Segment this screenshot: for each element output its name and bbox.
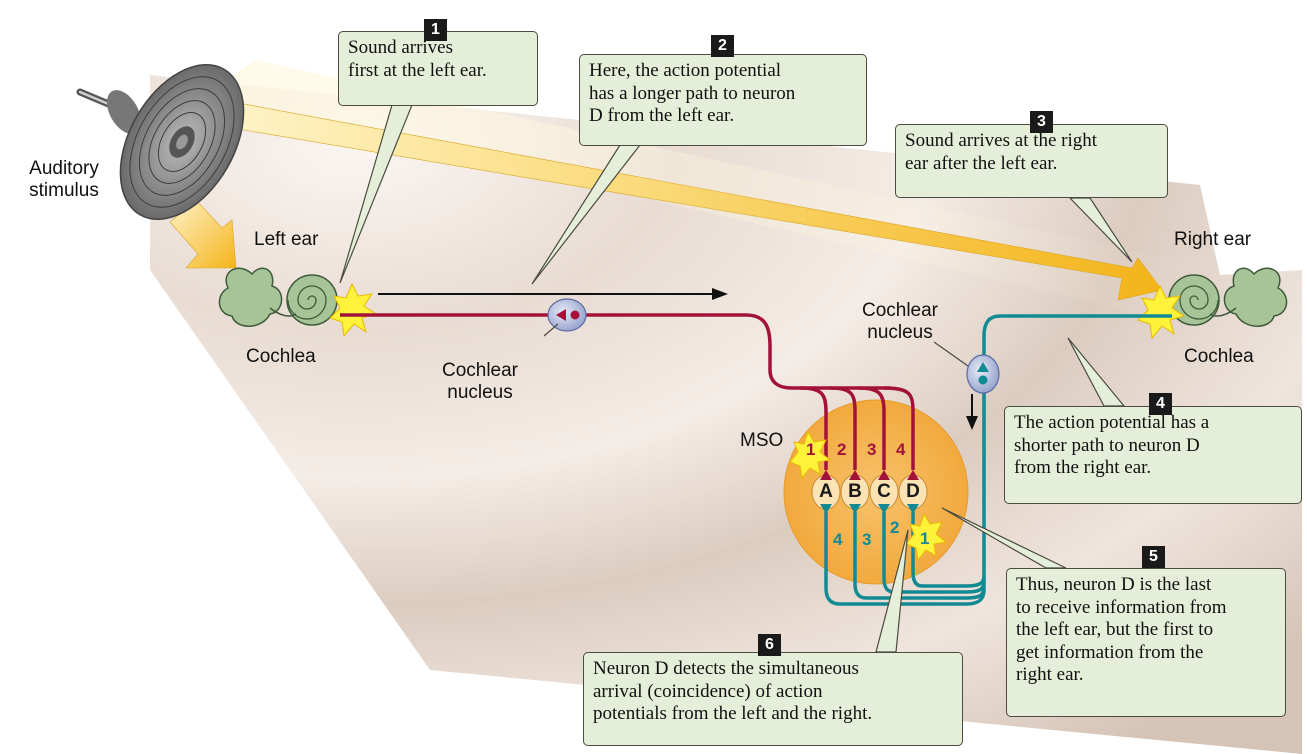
direction-arrow-right-icon [712,288,728,300]
mso-neurons [811,470,928,514]
mso-right-burst-icon [905,512,948,562]
neuron-b [840,470,870,514]
callout-5-line-3: the left ear, but the first to [1016,619,1214,640]
callout-2-line-2: has a longer path to neuron [589,82,796,104]
callout-5-line-4: get information from the [1016,641,1204,663]
callout-4: The action potential has a shorter path … [1004,406,1302,504]
right-ear-label: Right ear [1174,229,1252,250]
neuron-a [811,470,841,514]
callout-2: Here, the action potential has a longer … [579,54,867,146]
callout-5-line-1: Thus, neuron D is the last [1016,574,1212,595]
callout-4-line-3: from the right ear. [1014,457,1152,478]
neuron-c-label: C [877,481,891,502]
callout-5: Thus, neuron D is the last to receive in… [1006,568,1286,717]
right-synapse-number-4: 4 [833,530,843,549]
left-cochlea-label: Cochlea [246,346,316,367]
left-cochlear-nucleus-label-line-1: Cochlear [441,360,519,381]
callout-2-badge: 2 [711,35,734,57]
callout-1-badge: 1 [424,19,447,41]
neuron-d-label: D [906,481,920,502]
left-synapse-number-3: 3 [867,440,877,459]
callout-6: Neuron D detects the simultaneous arriva… [583,652,963,746]
callout-6-line-2: arrival (coincidence) of action [593,680,823,702]
callout-4-line-1: The action potential has a [1014,412,1210,433]
right-cochlea-icon [1168,267,1288,327]
callout-1-line-2: first at the left ear. [348,59,487,81]
right-synapse-number-1: 1 [920,529,930,548]
mso-left-burst-icon [789,430,832,480]
callout-3-line-1: Sound arrives at the right [905,130,1098,151]
right-cochlear-nucleus-label-line-1: Cochlear [861,300,939,321]
left-ear-label: Left ear [254,229,319,250]
left-cochlear-nucleus-label-line-2: nucleus [447,382,513,403]
right-synapse-number-2: 2 [890,518,900,537]
callout-4-badge: 4 [1149,393,1172,415]
neuron-c [869,470,899,514]
callout-6-line-3: potentials from the left and the right. [593,703,873,724]
speaker-icon [76,63,245,221]
callout-3: Sound arrives at the right ear after the… [895,124,1168,198]
auditory-stimulus-label-line-2: stimulus [29,180,99,201]
callout-5-line-2: to receive information from [1016,596,1227,618]
right-synapse-number-3: 3 [862,530,872,549]
neuron-a-label: A [819,481,833,502]
mso-label: MSO [740,430,784,451]
right-cochlear-nucleus-icon [966,354,1000,394]
left-cochlear-nucleus-label: Cochlear nucleus [428,360,532,404]
right-ear-burst-icon [1137,284,1186,340]
auditory-stimulus-label-line-1: Auditory [29,158,99,179]
callout-6-line-1: Neuron D detects the simultaneous [593,658,859,679]
callout-5-badge: 5 [1142,546,1165,568]
left-synapse-number-1: 1 [806,440,816,459]
left-synapse-number-2: 2 [837,440,847,459]
right-cochlear-nucleus-label: Cochlear nucleus [848,300,952,344]
sound-arrow-left [169,199,237,269]
callout-5-line-5: right ear. [1016,664,1084,685]
callout-4-line-2: shorter path to neuron D [1014,434,1200,456]
right-cochlea-label: Cochlea [1184,346,1254,367]
right-pathway-axon [824,314,1172,606]
direction-arrow-down-icon [966,416,978,430]
neuron-d [898,470,928,514]
callout-2-line-3: D from the left ear. [589,105,735,126]
left-synapse-number-4: 4 [896,440,906,459]
callout-1-line-1: Sound arrives [348,37,454,58]
left-cochlear-nucleus-icon [547,298,587,332]
auditory-stimulus-label: Auditory stimulus [14,158,114,202]
left-ear-burst-icon [329,282,378,338]
callout-3-badge: 3 [1030,111,1053,133]
callout-2-line-1: Here, the action potential [589,60,782,81]
callout-6-badge: 6 [758,634,781,656]
left-cochlea-icon [218,267,338,327]
left-pathway-axon [340,313,890,390]
callout-3-line-2: ear after the left ear. [905,152,1058,174]
right-cochlear-nucleus-label-line-2: nucleus [867,322,933,343]
callout-1: Sound arrives first at the left ear. [338,31,538,106]
neuron-b-label: B [848,481,862,502]
